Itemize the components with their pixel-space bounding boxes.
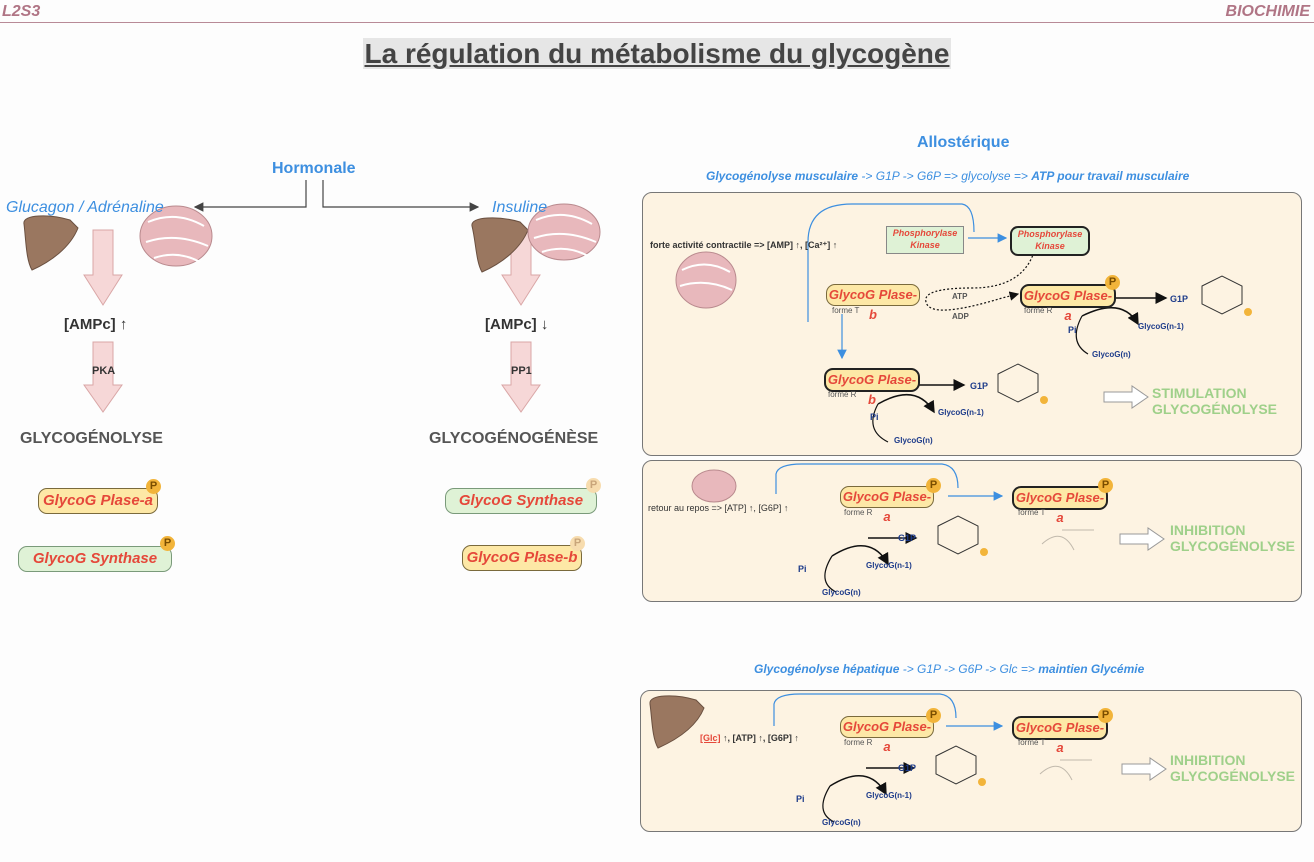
glycog-n-1-label: GlycoG(n-1) — [1138, 322, 1184, 331]
allosteric-label: Allostérique — [917, 134, 1010, 151]
phosphate-badge: P — [160, 536, 175, 551]
subject-name: BIOCHIMIE — [1225, 3, 1310, 20]
glycogenolyse-outcome: GLYCOGÉNOLYSE — [20, 430, 163, 447]
glycog-n-label: GlycoG(n) — [1092, 350, 1131, 359]
forme-r-label: forme R — [828, 390, 857, 399]
phosphorylase-kinase-active: Phosphorylase Kinase — [1010, 226, 1090, 256]
box1-diagram — [675, 203, 1252, 443]
glycogenogenese-outcome: GLYCOGÉNOGÉNÈSE — [429, 430, 599, 447]
phosphate-badge: P — [1098, 478, 1113, 493]
box1-condition: forte activité contractile => [AMP] ↑, [… — [650, 240, 838, 250]
hormonal-label: Hormonale — [272, 160, 356, 177]
phosphorylase-kinase-inactive: Phosphorylase Kinase — [886, 226, 964, 254]
pill-glycog-plase-b-forme-t: GlycoG Plase-b — [826, 284, 920, 322]
pill-glycog-plase-b-right: GlycoG Plase-b — [462, 545, 582, 571]
course-code: L2S3 — [2, 3, 41, 20]
phosphate-badge: P — [146, 479, 161, 494]
g1p-label: G1P — [970, 381, 989, 391]
amp-decrease-label: [AMPc] ↓ — [485, 316, 549, 333]
result-inhibition-muscle: INHIBITION GLYCOGÉNOLYSE — [1170, 522, 1296, 554]
forme-t-label: forme T — [832, 306, 860, 315]
hormone-glucagon-adrenaline: Glucagon / Adrénaline — [6, 199, 164, 216]
forme-t-label: forme T — [1018, 508, 1046, 517]
pi-label: Pi — [1068, 325, 1077, 335]
allosteric-box-inhibition-muscle — [642, 460, 1302, 602]
pi-label: Pi — [798, 564, 807, 574]
atp-label: ATP — [952, 292, 968, 301]
glycog-n-label: GlycoG(n) — [894, 436, 933, 445]
pill-glycog-plase-a-forme-r: GlycoG Plase-a — [1020, 284, 1116, 323]
pi-label: Pi — [870, 412, 879, 422]
top-header-bar — [0, 0, 1314, 23]
g1p-label: G1P — [1170, 294, 1189, 304]
phosphate-badge: P — [926, 708, 941, 723]
pill-glycog-plase-a-forme-t: GlycoG Plase-a — [1012, 486, 1108, 525]
pill-glycog-synthase-left: GlycoG Synthase — [18, 546, 172, 572]
liver-heading: Glycogénolyse hépatique -> G1P -> G6P ->… — [754, 662, 1145, 676]
glycog-n-1-label: GlycoG(n-1) — [938, 408, 984, 417]
box3-condition: [Glc] ↑, [ATP] ↑, [G6P] ↑ — [700, 733, 799, 743]
hormone-insuline: Insuline — [492, 199, 548, 216]
phosphate-badge-faded: P — [570, 536, 585, 551]
pill-glycog-plase-b-forme-r: GlycoG Plase-b — [824, 368, 920, 407]
allosteric-box-inhibition-liver — [640, 690, 1302, 832]
pill-glycog-plase-a-left: GlycoG Plase-a — [38, 488, 158, 514]
box2-diagram — [691, 463, 1165, 593]
forme-t-label: forme T — [1018, 738, 1046, 747]
glycog-n-1-label: GlycoG(n-1) — [866, 561, 912, 570]
amp-increase-label: [AMPc] ↑ — [64, 316, 128, 333]
phosphate-badge: P — [1105, 275, 1120, 290]
g1p-label: G1P — [898, 533, 917, 543]
result-inhibition-liver: INHIBITION GLYCOGÉNOLYSE — [1170, 752, 1296, 784]
glycog-n-label: GlycoG(n) — [822, 588, 861, 597]
pill-glycog-plase-a-forme-t: GlycoG Plase-a — [1012, 716, 1108, 755]
box2-condition: retour au repos => [ATP] ↑, [G6P] ↑ — [648, 503, 789, 513]
pi-label: Pi — [796, 794, 805, 804]
page-title: La régulation du métabolisme du glycogèn… — [362, 38, 952, 69]
phosphate-badge-faded: P — [586, 478, 601, 493]
forme-r-label: forme R — [1024, 306, 1053, 315]
glycog-n-1-label: GlycoG(n-1) — [866, 791, 912, 800]
glycog-n-label: GlycoG(n) — [822, 818, 861, 827]
phosphate-badge: P — [926, 478, 941, 493]
hormonal-connectors — [23, 180, 601, 413]
forme-r-label: forme R — [844, 738, 873, 747]
result-stimulation: STIMULATION GLYCOGÉNOLYSE — [1152, 385, 1278, 417]
forme-r-label: forme R — [844, 508, 873, 517]
pill-glycog-plase-a-forme-r: GlycoG Plase-a — [840, 486, 934, 524]
adp-label: ADP — [952, 312, 969, 321]
g1p-label: G1P — [898, 763, 917, 773]
pka-label: PKA — [92, 365, 116, 377]
box3-diagram — [649, 693, 1167, 823]
allosteric-box-stimulation — [642, 192, 1302, 456]
pill-glycog-plase-a-forme-r: GlycoG Plase-a — [840, 716, 934, 754]
pill-glycog-synthase-right: GlycoG Synthase — [445, 488, 597, 514]
muscle-heading: Glycogénolyse musculaire -> G1P -> G6P =… — [706, 169, 1190, 183]
pp1-label: PP1 — [511, 365, 532, 377]
phosphate-badge: P — [1098, 708, 1113, 723]
